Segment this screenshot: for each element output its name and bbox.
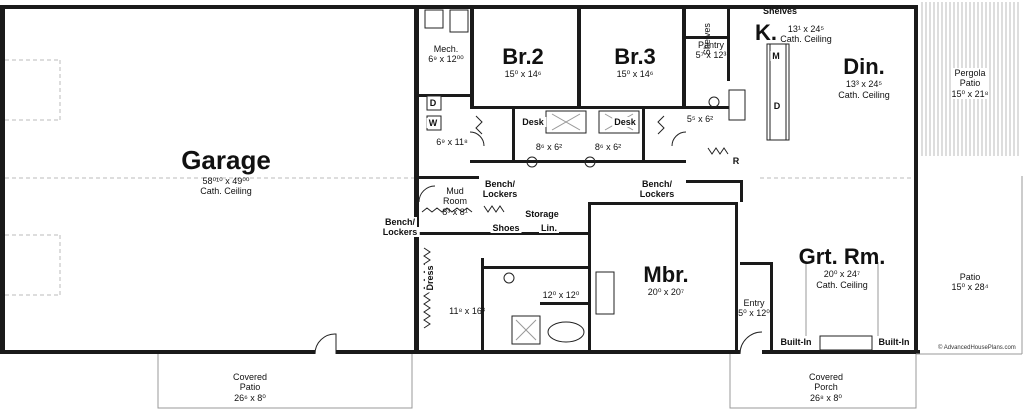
room-greatroom: Grt. Rm. 20⁰ x 24⁷ Cath. Ceiling	[799, 244, 886, 290]
room-garage: Garage 58⁰¹⁰ x 49⁰⁰ Cath. Ceiling	[181, 145, 271, 197]
room-covered-porch-dim: 26⁸ x 8⁰	[810, 392, 842, 403]
tag-builtin-right: Built-In	[876, 337, 912, 347]
room-bath2-dim: 8⁶ x 6²	[535, 142, 563, 152]
tag-dress: Dress	[425, 263, 435, 293]
room-bath-k-dim: 5⁵ x 6²	[686, 114, 714, 124]
room-pantry-dim: 5⁷ x 12³	[695, 50, 727, 61]
room-mudroom-name: Mud	[446, 186, 464, 196]
tag-bench-hall-1: Bench/	[482, 179, 518, 189]
room-entry: Entry 5⁰ x 12⁰	[738, 298, 770, 319]
room-covered-porch-name2: Porch	[814, 382, 838, 393]
garage-dashes	[5, 59, 414, 296]
room-br3: Br.3 15⁰ x 14⁶	[614, 44, 656, 80]
tag-bench-mud-2: Lockers	[380, 227, 420, 237]
lockers	[421, 115, 729, 329]
tag-bench-east-1: Bench/	[639, 179, 675, 189]
tag-bench-mud-1: Bench/	[382, 217, 418, 227]
room-garage-name: Garage	[181, 145, 271, 175]
tag-desk-br2: Desk	[520, 117, 546, 127]
room-br3-dim: 15⁰ x 14⁶	[616, 69, 654, 80]
tag-washer: W	[426, 118, 440, 128]
room-patio: Patio 15⁰ x 28⁴	[952, 272, 989, 293]
room-mech-dim: 6⁹ x 12⁰⁰	[428, 54, 464, 65]
room-mbr: Mbr. 20⁰ x 20⁷	[643, 262, 688, 298]
tag-bench-hall-2: Lockers	[480, 189, 520, 199]
room-mudroom: Mud Room 8³ x 8¹	[442, 186, 468, 217]
tag-refrigerator: R	[730, 156, 742, 166]
tag-storage: Storage	[523, 209, 561, 219]
room-covered-patio-name2: Patio	[239, 382, 261, 393]
room-covered-patio: Covered Patio 26⁶ x 8⁰	[233, 372, 267, 403]
exterior-walls	[0, 5, 920, 354]
tag-builtin-left: Built-In	[778, 337, 814, 347]
tag-linen: Lin.	[539, 223, 559, 233]
room-br2-dim: 15⁰ x 14⁶	[504, 69, 542, 80]
room-dining-name: Din.	[843, 54, 885, 79]
room-bath2: 8⁶ x 6²	[536, 142, 562, 152]
room-bath3: 8⁶ x 6²	[595, 142, 621, 152]
room-greatroom-dim: 20⁰ x 24⁷	[823, 269, 861, 280]
room-dining: Din. 13³ x 24⁵ Cath. Ceiling	[838, 54, 890, 100]
room-covered-porch: Covered Porch 26⁸ x 8⁰	[809, 372, 843, 403]
room-greatroom-note: Cath. Ceiling	[816, 279, 868, 290]
room-mbr-dim: 20⁰ x 20⁷	[647, 287, 685, 298]
room-laundry: 6⁹ x 11⁸	[436, 137, 468, 147]
room-pantry: Pantry 5⁷ x 12³	[696, 40, 727, 61]
room-mbath-dim: 12⁰ x 12⁰	[542, 290, 580, 300]
room-kitchen-name-wrap: K.	[755, 20, 777, 45]
room-garage-dim: 58⁰¹⁰ x 49⁰⁰	[202, 175, 250, 186]
room-pergola: Pergola Patio 15⁰ x 21⁸	[951, 68, 989, 100]
doors	[314, 131, 763, 355]
tag-bench-east-2: Lockers	[637, 189, 677, 199]
room-covered-patio-dim: 26⁶ x 8⁰	[234, 392, 266, 403]
room-greatroom-name: Grt. Rm.	[798, 244, 886, 269]
room-closet-dim: 11⁸ x 16³	[449, 306, 485, 316]
room-br2-name: Br.2	[502, 44, 544, 69]
room-br2: Br.2 15⁰ x 14⁶	[502, 44, 544, 80]
tag-microwave: M	[770, 51, 782, 61]
credit-text: © AdvancedHousePlans.com	[938, 345, 1016, 351]
room-entry-dim: 5⁰ x 12⁰	[738, 308, 770, 319]
room-kitchen-note: Cath. Ceiling	[780, 34, 832, 45]
room-dining-dim: 13³ x 24⁵	[845, 79, 883, 90]
room-pergola-name2: Patio	[951, 78, 989, 89]
label-shelves-horizontal: Shelves	[762, 6, 798, 16]
room-closet: 11⁸ x 16³	[449, 306, 485, 316]
room-kitchen-name: K.	[755, 20, 777, 45]
room-covered-porch-name: Covered	[808, 372, 844, 382]
room-pergola-name: Pergola	[951, 68, 989, 79]
room-mudroom-dim: 8³ x 8¹	[442, 206, 468, 217]
label-shelves-vertical: Shelves	[701, 23, 712, 56]
room-mech-name: Mech.	[433, 44, 459, 54]
room-bath-k: 5⁵ x 6²	[687, 114, 713, 124]
room-mbath: 12⁰ x 12⁰	[543, 290, 580, 300]
interior-walls	[419, 9, 773, 350]
room-mech: Mech. 6⁹ x 12⁰⁰	[428, 44, 464, 65]
room-covered-patio-name: Covered	[232, 372, 268, 382]
tag-dishwasher: D	[771, 101, 783, 111]
covered-areas	[157, 176, 1023, 409]
tag-dryer: D	[427, 98, 439, 108]
room-patio-dim: 15⁰ x 28⁴	[951, 282, 989, 293]
room-kitchen: 13¹ x 24⁵ Cath. Ceiling	[780, 24, 832, 45]
room-laundry-dim: 6⁹ x 11⁸	[436, 137, 468, 147]
room-mudroom-name2: Room	[442, 196, 468, 207]
room-patio-name: Patio	[959, 272, 981, 282]
tag-shoes: Shoes	[490, 223, 522, 233]
room-bath3-dim: 8⁶ x 6²	[594, 142, 622, 152]
room-kitchen-dim: 13¹ x 24⁵	[787, 24, 825, 34]
room-mbr-name: Mbr.	[643, 262, 689, 287]
room-pergola-dim: 15⁰ x 21⁸	[951, 88, 989, 100]
room-br3-name: Br.3	[614, 44, 656, 69]
room-dining-note: Cath. Ceiling	[838, 89, 890, 100]
room-pantry-name: Pantry	[697, 40, 724, 50]
room-entry-name: Entry	[743, 298, 765, 308]
room-garage-note: Cath. Ceiling	[200, 186, 252, 197]
tag-desk-br3: Desk	[612, 117, 638, 127]
